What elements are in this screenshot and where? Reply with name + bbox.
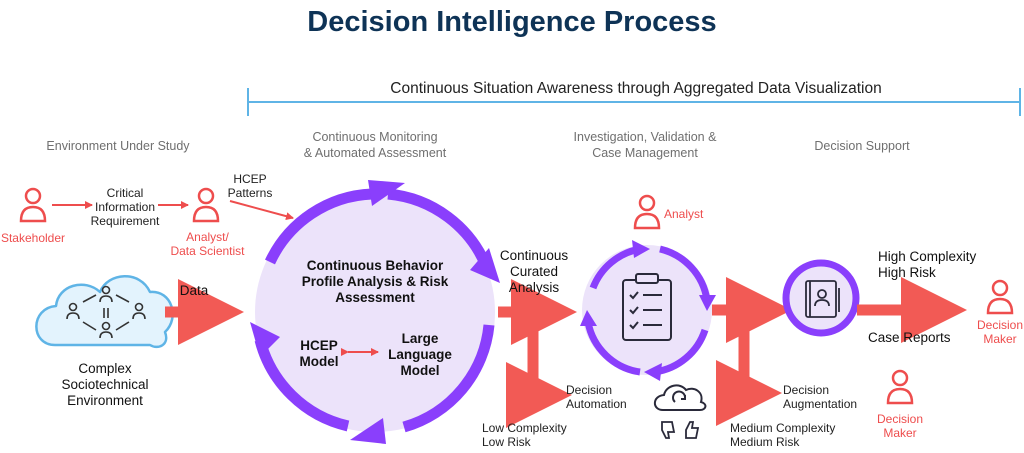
feedback-cloud-icon (653, 384, 707, 411)
cloud-icon (35, 275, 174, 349)
large-language-model-label: Large Language Model (388, 331, 452, 378)
hcep-model-label: HCEP Model (299, 338, 339, 369)
high-complexity-label: High Complexity High Risk (878, 249, 977, 280)
analyst-data-scientist-person-icon (192, 187, 220, 223)
data-label: Data (179, 283, 209, 298)
decision-maker-label-2: Decision Maker (876, 412, 924, 440)
stage-header-support: Decision Support (814, 139, 910, 153)
stage-header-investigation: Investigation, Validation & Case Managem… (573, 130, 717, 160)
patterns-to-cycle-arrow (229, 200, 294, 221)
behavior-analysis-cycle (250, 180, 500, 444)
thumbs-down-icon (661, 421, 676, 439)
analyst-label: Analyst (664, 207, 704, 221)
stakeholder-label: Stakeholder (0, 231, 66, 245)
hcep-patterns-label: HCEP Patterns (227, 172, 273, 200)
decision-maker-person-icon-2 (886, 369, 914, 405)
case-file-icon (805, 280, 840, 318)
decision-augmentation-label: Decision Augmentation (783, 383, 858, 411)
stage-header-environment: Environment Under Study (46, 139, 190, 153)
critical-information-requirement-label: Critical Information Requirement (90, 186, 160, 228)
medium-complexity-label: Medium Complexity Medium Risk (730, 421, 836, 449)
low-complexity-label: Low Complexity Low Risk (482, 421, 567, 449)
clipboard-checklist-icon (622, 273, 672, 341)
decision-maker-person-icon (986, 279, 1014, 315)
validated-analysis-arrows (712, 277, 792, 426)
stage-header-monitoring: Continuous Monitoring & Automated Assess… (303, 130, 447, 160)
curated-analysis-label: Continuous Curated Analysis (499, 248, 569, 295)
decision-automation-label: Decision Automation (566, 383, 627, 411)
thumbs-up-icon (685, 421, 700, 439)
page-title: Decision Intelligence Process (307, 6, 717, 38)
complex-environment-label: Complex Sociotechnical Environment (61, 361, 149, 408)
analyst-person-icon (633, 194, 661, 230)
curated-analysis-arrows (498, 279, 577, 428)
awareness-banner-label: Continuous Situation Awareness through A… (390, 80, 882, 97)
stakeholder-person-icon (19, 187, 47, 223)
decision-maker-label: Decision Maker (976, 318, 1024, 346)
awareness-bracket (247, 88, 1021, 116)
analyst-data-scientist-label: Analyst/ Data Scientist (170, 230, 245, 258)
case-reports-label: Case Reports (868, 330, 951, 345)
cycle-title: Continuous Behavior Profile Analysis & R… (301, 258, 449, 305)
